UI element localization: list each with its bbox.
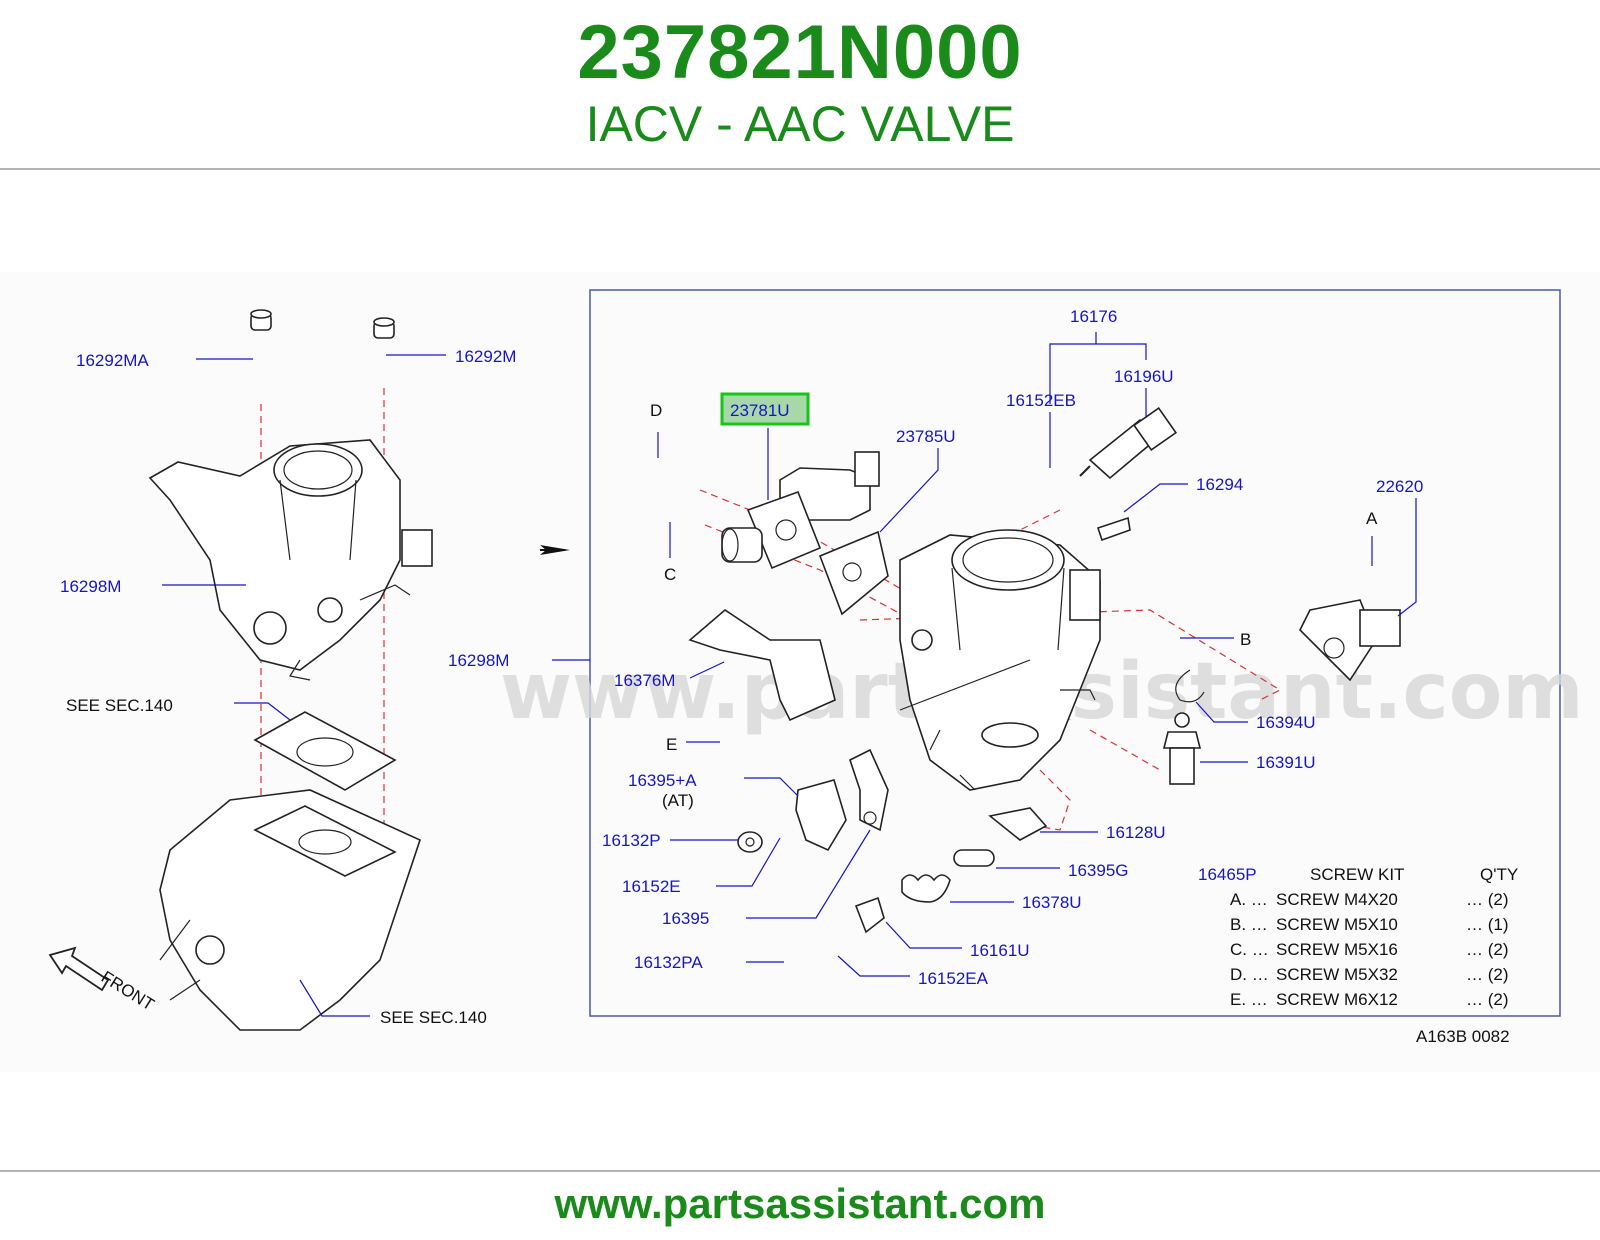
qty-header: Q'TY — [1480, 865, 1518, 884]
nut-16132P-icon — [737, 831, 763, 853]
front-arrow-icon — [48, 946, 110, 992]
label-16161U[interactable]: 16161U — [970, 941, 1030, 960]
header-divider — [0, 168, 1600, 170]
page-title: 237821N000 — [577, 10, 1023, 95]
spring-16378U-icon — [901, 874, 951, 903]
throttle-position-sensor-icon — [1299, 599, 1401, 682]
part-16395-icon — [849, 748, 889, 832]
label-c: C — [664, 565, 676, 584]
drawing-code: A163B 0082 — [1416, 1027, 1510, 1046]
label-16394U[interactable]: 16394U — [1256, 713, 1316, 732]
kit-row-letter: A. … — [1230, 890, 1268, 909]
kit-row-screw: SCREW M5X16 — [1276, 940, 1398, 959]
gasket-23785U-icon — [818, 530, 889, 616]
label-16294[interactable]: 16294 — [1196, 475, 1243, 494]
footer-url[interactable]: www.partsassistant.com — [554, 1180, 1046, 1227]
kit-row-screw: SCREW M6X12 — [1276, 990, 1398, 1009]
kit-row-screw: SCREW M5X10 — [1276, 915, 1398, 934]
sensor-16391U-icon — [1162, 712, 1202, 785]
label-16298M-left[interactable]: 16298M — [60, 577, 121, 596]
label-16292M[interactable]: 16292M — [455, 347, 516, 366]
label-16395[interactable]: 16395 — [662, 909, 709, 928]
page-subtitle: IACV - AAC VALVE — [585, 96, 1015, 152]
label-16391U[interactable]: 16391U — [1256, 753, 1316, 772]
kit-row-qty: … (2) — [1466, 940, 1509, 959]
label-a: A — [1366, 509, 1378, 528]
label-16376M[interactable]: 16376M — [614, 671, 675, 690]
highlight-box — [720, 392, 810, 426]
label-16196U[interactable]: 16196U — [1114, 367, 1174, 386]
left-assembly-drawing: FRONT — [48, 309, 433, 1031]
label-16395A[interactable]: 16395+A — [628, 771, 697, 790]
label-e: E — [666, 735, 677, 754]
kit-row-letter: E. … — [1230, 990, 1268, 1009]
label-16132P[interactable]: 16132P — [602, 831, 661, 850]
bracket-16376M-icon — [688, 608, 836, 722]
footer-divider — [0, 1170, 1600, 1172]
screw-kit-header: SCREW KIT — [1310, 865, 1404, 884]
part-16128U-icon — [988, 807, 1048, 841]
screw-16294-icon — [1096, 516, 1131, 542]
label-16465P[interactable]: 16465P — [1198, 865, 1257, 884]
label-b: B — [1240, 630, 1251, 649]
label-d: D — [650, 401, 662, 420]
kit-row-letter: B. … — [1230, 915, 1268, 934]
kit-row-letter: C. … — [1230, 940, 1269, 959]
label-23781U-highlighted[interactable]: 23781U — [730, 401, 790, 420]
label-16298M-right[interactable]: 16298M — [448, 651, 509, 670]
label-see-sec-140-bottom: SEE SEC.140 — [380, 1008, 487, 1027]
kit-row-qty: … (2) — [1466, 965, 1509, 984]
label-22620[interactable]: 22620 — [1376, 477, 1423, 496]
detail-frame — [589, 289, 1561, 1017]
label-at: (AT) — [662, 791, 694, 810]
kit-row-screw: SCREW M5X32 — [1276, 965, 1398, 984]
label-16152EA[interactable]: 16152EA — [918, 969, 989, 988]
sensor-16196U-icon — [1079, 406, 1178, 480]
label-16152E[interactable]: 16152E — [622, 877, 681, 896]
kit-row-screw: SCREW M4X20 — [1276, 890, 1398, 909]
right-assembly-drawing — [688, 406, 1401, 934]
kit-row-qty: … (2) — [1466, 890, 1509, 909]
pointer-arrow-icon — [540, 545, 570, 555]
kit-row-qty: … (2) — [1466, 990, 1509, 1009]
label-23785U[interactable]: 23785U — [896, 427, 956, 446]
iacv-valve-icon — [721, 451, 880, 570]
label-see-sec-140-top: SEE SEC.140 — [66, 696, 173, 715]
label-16152EB[interactable]: 16152EB — [1006, 391, 1076, 410]
label-16176[interactable]: 16176 — [1070, 307, 1117, 326]
grommet-left-icon — [250, 309, 272, 331]
label-16132PA[interactable]: 16132PA — [634, 953, 703, 972]
label-16395G[interactable]: 16395G — [1068, 861, 1129, 880]
kit-row-letter: D. … — [1230, 965, 1269, 984]
rod-16395G-icon — [953, 849, 995, 867]
grommet-right-icon — [373, 317, 395, 339]
screw-kit-table: 16465P SCREW KIT Q'TY A. … SCREW M4X20 …… — [1198, 865, 1518, 1009]
throttle-body-icon — [899, 529, 1101, 791]
label-16292MA[interactable]: 16292MA — [76, 351, 149, 370]
clip-16394U-icon — [1175, 669, 1205, 703]
label-16378U[interactable]: 16378U — [1022, 893, 1082, 912]
part-16161U-icon — [854, 896, 885, 934]
kit-row-qty: … (1) — [1466, 915, 1509, 934]
label-16128U[interactable]: 16128U — [1106, 823, 1166, 842]
part-16395A-icon — [795, 779, 847, 852]
